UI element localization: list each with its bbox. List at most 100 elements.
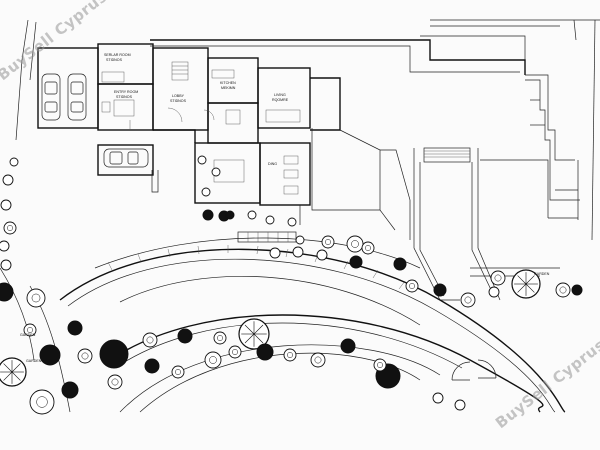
tree-39	[346, 235, 364, 253]
garden-left-sublabel: GARDEN	[26, 359, 42, 363]
tree-11	[77, 348, 93, 364]
tree-31	[202, 209, 214, 221]
tree-26	[340, 338, 356, 354]
tree-41	[269, 247, 281, 259]
tree-23	[256, 343, 274, 361]
tree-46-core	[409, 283, 415, 289]
garden-left-label: GARDEN	[20, 333, 36, 337]
tree-17	[142, 332, 158, 348]
tree-24	[283, 348, 297, 362]
living-sublabel: RQOMRE	[272, 98, 289, 102]
tree-27	[144, 358, 160, 374]
room-labels: SERLAR ROOM STIDNOS ENTRY ROOM STIDNOS L…	[20, 53, 550, 363]
right-structures	[380, 148, 560, 301]
tree-25-core	[314, 356, 322, 364]
tree-50-core	[494, 274, 502, 282]
tree-34	[247, 210, 257, 220]
tree-37	[295, 235, 305, 245]
tree-48	[460, 292, 476, 308]
kitchen-sublabel: MEKIMN	[221, 86, 236, 90]
tree-8-core	[27, 327, 33, 333]
tree-55	[454, 399, 466, 411]
tree-21-core	[209, 356, 217, 364]
tree-20-branch	[244, 324, 255, 335]
master-bedroom-sublabel: STIDNOS	[106, 58, 123, 62]
tree-20-branch	[253, 324, 264, 335]
entry-room-label: ENTRY ROOM	[114, 90, 138, 94]
tree-51-branch	[525, 275, 535, 285]
tree-28	[171, 365, 185, 379]
tree-52	[555, 282, 571, 298]
tree-50	[490, 270, 506, 286]
tree-39-core	[351, 240, 359, 248]
kitchen-label: KITCHEN	[220, 81, 236, 85]
tree-15	[29, 389, 55, 415]
tree-8	[23, 323, 37, 337]
tree-7-core	[31, 293, 41, 303]
tree-5	[0, 259, 12, 271]
tree-58	[201, 187, 211, 197]
house-walls	[37, 43, 396, 231]
tree-3	[3, 221, 17, 235]
tree-45	[393, 257, 407, 271]
living-label: LIVING	[274, 93, 286, 97]
tree-2	[0, 199, 12, 211]
tree-22	[228, 345, 242, 359]
property-boundary	[15, 19, 600, 241]
tree-18	[177, 328, 193, 344]
lobby-label: LOBBY	[172, 94, 185, 98]
tree-20-branch	[244, 333, 255, 344]
dining-label: DING	[268, 162, 277, 166]
garden-right-label: GARDEN	[534, 272, 550, 276]
tree-38-core	[325, 239, 331, 245]
tree-54	[432, 392, 444, 404]
tree-12-branch	[11, 363, 21, 373]
tree-6	[0, 282, 14, 302]
interior-fixtures	[101, 61, 301, 195]
garage-cars	[41, 73, 149, 168]
tree-9	[67, 320, 83, 336]
tree-53	[571, 284, 583, 296]
tree-14-core	[111, 378, 119, 386]
tree-22-core	[232, 349, 238, 355]
tree-19	[213, 331, 227, 345]
tree-3-core	[7, 225, 13, 231]
tree-12-branch	[3, 371, 13, 381]
tree-36	[287, 217, 297, 227]
tree-42	[292, 246, 304, 258]
tree-51-branch	[517, 275, 527, 285]
landscape-trees	[0, 155, 583, 415]
entry-room-sublabel: STIDNOS	[116, 95, 133, 99]
tree-57	[197, 155, 207, 165]
tree-38	[321, 235, 335, 249]
driveway-curves	[0, 237, 566, 413]
tree-12-branch	[3, 363, 13, 373]
tree-44	[349, 255, 363, 269]
tree-30-core	[377, 362, 383, 368]
terrace-outline	[150, 35, 580, 220]
tree-21	[204, 351, 222, 369]
tree-56	[211, 167, 221, 177]
tree-4	[0, 240, 10, 252]
tree-40	[361, 241, 375, 255]
tree-35	[265, 215, 275, 225]
tree-52-core	[559, 286, 567, 294]
tree-12-branch	[11, 371, 21, 381]
tree-16	[99, 339, 129, 369]
tree-30	[373, 358, 387, 372]
tree-51-branch	[517, 283, 527, 293]
entry-stairs	[237, 147, 471, 243]
tree-15-core	[36, 396, 48, 408]
tree-51-branch	[525, 283, 535, 293]
tree-20-branch	[253, 333, 264, 344]
tree-47	[433, 283, 447, 297]
tree-13	[61, 381, 79, 399]
lobby-sublabel: STIDNOS	[170, 99, 187, 103]
tree-24-core	[287, 352, 293, 358]
tree-10	[39, 344, 61, 366]
tree-49	[488, 286, 500, 298]
tree-40-core	[365, 245, 371, 251]
tree-11-core	[81, 352, 89, 360]
